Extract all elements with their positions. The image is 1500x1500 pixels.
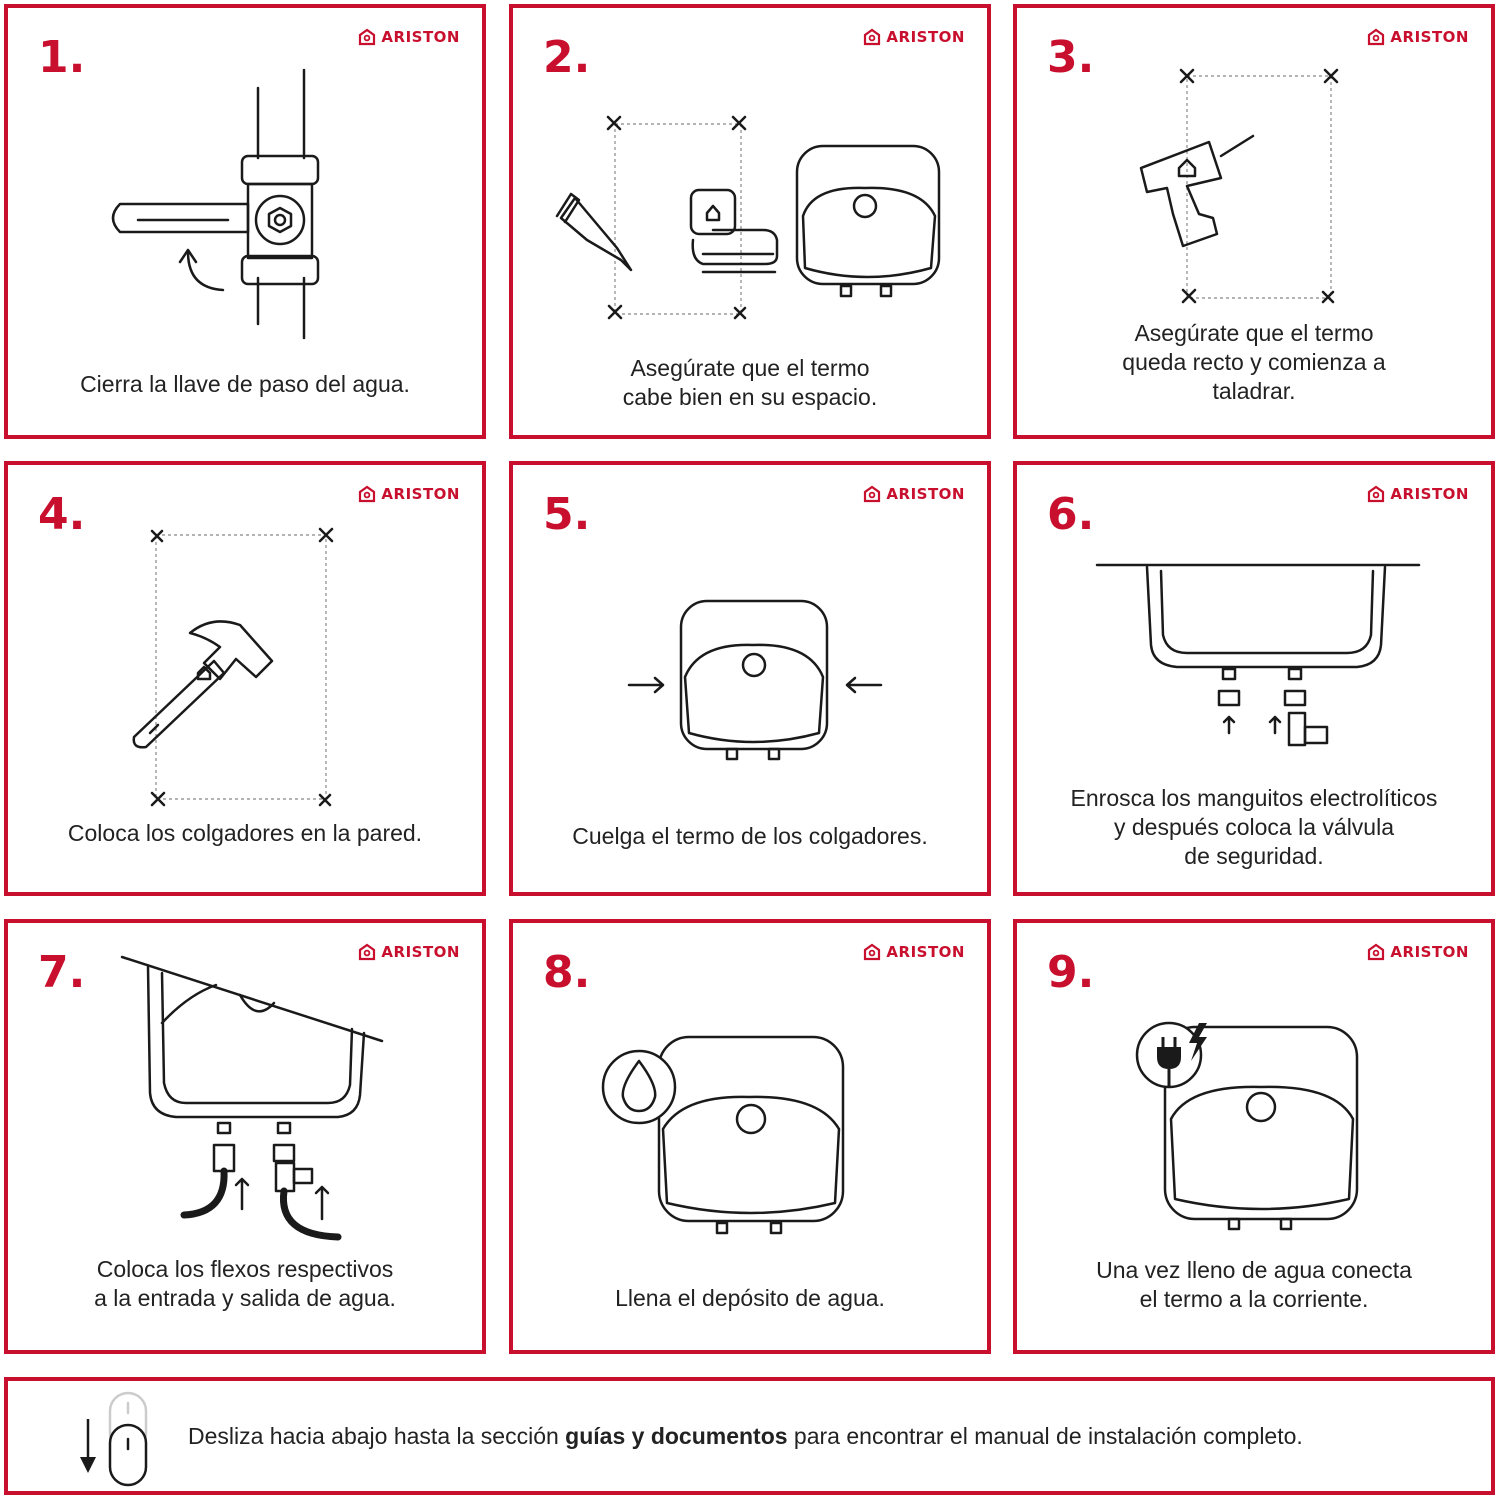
- step-number: 8.: [543, 947, 591, 998]
- footer-link-text: guías y documentos: [565, 1423, 788, 1449]
- step-caption: Asegúrate que el termo cabe bien en su e…: [622, 355, 878, 410]
- step-card-2: 2. ARISTON Asegúrate que el termo cabe b…: [509, 4, 991, 439]
- step-caption: Cuelga el termo de los colgadores.: [572, 823, 928, 849]
- hoses-icon: [120, 955, 384, 1241]
- step-number: 6.: [1047, 489, 1095, 540]
- brand-logo: ARISTON: [358, 943, 460, 961]
- ariston-house-icon: [864, 485, 881, 503]
- fittings-icon: [1095, 563, 1421, 747]
- ariston-house-icon: [864, 943, 881, 961]
- step-card-7: 7. ARISTON Coloca los flexos respectivos…: [4, 919, 486, 1354]
- brand-logo: ARISTON: [358, 485, 460, 503]
- ariston-house-icon: [1368, 28, 1385, 46]
- step-caption: Enrosca los manguitos electrolíticos y d…: [1070, 785, 1438, 869]
- step-number: 1.: [38, 32, 86, 83]
- step-card-3: 3. ARISTON Asegúrate que el termo queda …: [1013, 4, 1495, 439]
- step-card-9: 9. ARISTON Una vez lleno de agua conecta…: [1013, 919, 1495, 1354]
- brand-logo: ARISTON: [863, 485, 965, 503]
- footer-text-after: para encontrar el manual de instalación …: [787, 1423, 1303, 1449]
- measure-icon: [555, 115, 941, 320]
- step-caption: Coloca los colgadores en la pared.: [67, 820, 423, 846]
- step-caption: Cierra la llave de paso del agua.: [80, 371, 410, 397]
- step-number: 3.: [1047, 32, 1095, 83]
- brand-logo: ARISTON: [863, 28, 965, 46]
- step-number: 7.: [38, 947, 86, 998]
- plug-icon: [1135, 1021, 1359, 1231]
- step-number: 5.: [543, 489, 591, 540]
- brand-name: ARISTON: [886, 28, 965, 46]
- step-card-8: 8. ARISTON Llena el depósito de agua.: [509, 919, 991, 1354]
- valve-icon: [111, 68, 320, 340]
- footer-banner: Desliza hacia abajo hasta la sección guí…: [4, 1377, 1495, 1495]
- brand-name: ARISTON: [886, 485, 965, 503]
- brand-logo: ARISTON: [863, 943, 965, 961]
- step-caption: Asegúrate que el termo queda recto y com…: [1122, 320, 1386, 404]
- step-number: 4.: [38, 489, 86, 540]
- ariston-house-icon: [359, 943, 376, 961]
- step-card-4: 4. ARISTON Coloca los colgadores en la p…: [4, 461, 486, 896]
- drill-icon: [1139, 68, 1339, 304]
- brand-name: ARISTON: [886, 943, 965, 961]
- step-card-5: 5. ARISTON Cuelga el termo de los colgad…: [509, 461, 991, 896]
- brand-logo: ARISTON: [1367, 943, 1469, 961]
- brand-logo: ARISTON: [358, 28, 460, 46]
- brand-name: ARISTON: [1390, 485, 1469, 503]
- scroll-down-mouse-icon: [80, 1391, 148, 1487]
- water-heater-icon: [627, 599, 883, 761]
- brand-name: ARISTON: [381, 943, 460, 961]
- brand-name: ARISTON: [381, 485, 460, 503]
- footer-instruction: Desliza hacia abajo hasta la sección guí…: [188, 1423, 1303, 1450]
- water-drop-icon: [601, 1035, 845, 1235]
- brand-logo: ARISTON: [1367, 28, 1469, 46]
- brand-name: ARISTON: [381, 28, 460, 46]
- ariston-house-icon: [1368, 943, 1385, 961]
- hammer-icon: [132, 527, 334, 807]
- brand-name: ARISTON: [1390, 943, 1469, 961]
- ariston-house-icon: [359, 28, 376, 46]
- ariston-house-icon: [864, 28, 881, 46]
- step-caption: Coloca los flexos respectivos a la entra…: [94, 1256, 396, 1311]
- step-number: 9.: [1047, 947, 1095, 998]
- step-card-1: 1. ARISTON Cierra la llave de paso del a…: [4, 4, 486, 439]
- step-caption: Una vez lleno de agua conecta el termo a…: [1096, 1257, 1412, 1312]
- brand-name: ARISTON: [1390, 28, 1469, 46]
- step-card-6: 6. ARISTON Enrosca los manguitos electro…: [1013, 461, 1495, 896]
- ariston-house-icon: [359, 485, 376, 503]
- step-caption: Llena el depósito de agua.: [615, 1285, 885, 1311]
- brand-logo: ARISTON: [1367, 485, 1469, 503]
- footer-text-before: Desliza hacia abajo hasta la sección: [188, 1423, 566, 1449]
- step-number: 2.: [543, 32, 591, 83]
- ariston-house-icon: [1368, 485, 1385, 503]
